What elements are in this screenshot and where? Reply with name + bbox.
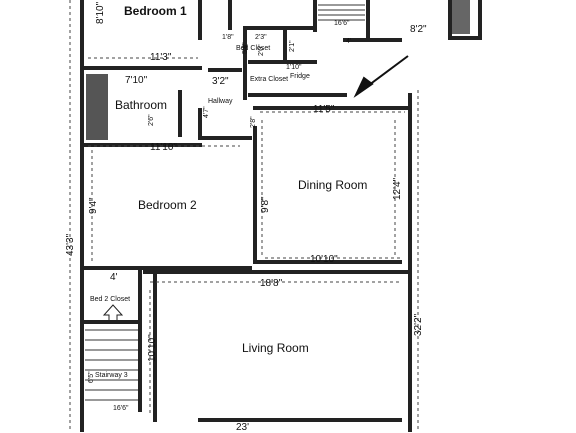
stairs-tag-top: 16'6" [334,20,350,27]
dim-43-3: 43'3" [65,233,76,256]
dim-2-1: 2'1" [289,40,296,52]
dim-1-8: 1'8" [222,34,234,41]
dim-10-10-a: 10'10" [310,254,338,265]
dim-18-8: 18'8" [260,278,283,289]
stairs-tag-bottom: 16'6" [113,405,129,412]
room-label-hallway: Hallway [208,98,233,105]
room-label-bed-closet: Bed Closet [236,45,271,52]
dim-4: 4' [110,272,118,283]
dim-2-0: 2'0" [258,44,265,56]
room-label-bed2-closet: Bed 2 Closet [90,296,131,303]
dim-2-3: 2'3" [255,34,267,41]
dim-8-10-top: 8'10" [95,1,106,24]
room-label-bedroom1: Bedroom 1 [124,4,187,18]
dim-11-10: 11'10" [150,142,177,153]
dim-1-10: 1'10" [286,64,302,71]
dim-11-5: 11'5" [313,104,335,115]
room-label-bedroom2: Bedroom 2 [138,198,197,212]
pointer-arrow [364,55,409,89]
dim-23: 23' [236,422,250,433]
room-label-stairway3: Stairway 3 [95,372,128,379]
room-label-living: Living Room [242,341,309,355]
dim-4-7: 4'7" [203,106,210,118]
dim-11-3: 11'3" [150,52,172,63]
dim-2-6: 2'6" [148,114,155,126]
dim-3-2: 3'2" [212,76,229,87]
dim-12-4: 12'4" [392,177,403,200]
dim-6-5: 6'5" [88,371,95,383]
dim-9-8: 9'8" [260,196,271,213]
dark-fixture-top-right [452,0,470,34]
room-label-extra-closet: Extra Closet [250,76,289,83]
bathroom-fixture [86,74,108,140]
room-label-fridge: Fridge [290,73,310,80]
dim-4-small: 4' [346,38,352,45]
dim-7-10: 7'10" [125,75,148,86]
room-label-dining: Dining Room [298,178,368,192]
dim-9-4: 9'4" [88,197,99,214]
dim-32-2: 32'2" [413,313,424,336]
room-label-bathroom: Bathroom [115,98,168,112]
dim-5-8: 5'8" [242,42,249,54]
dim-2-8: 2'8" [250,116,257,128]
dim-8-2: 8'2" [410,24,427,35]
dim-10-10-b: 10'10" [147,334,158,362]
